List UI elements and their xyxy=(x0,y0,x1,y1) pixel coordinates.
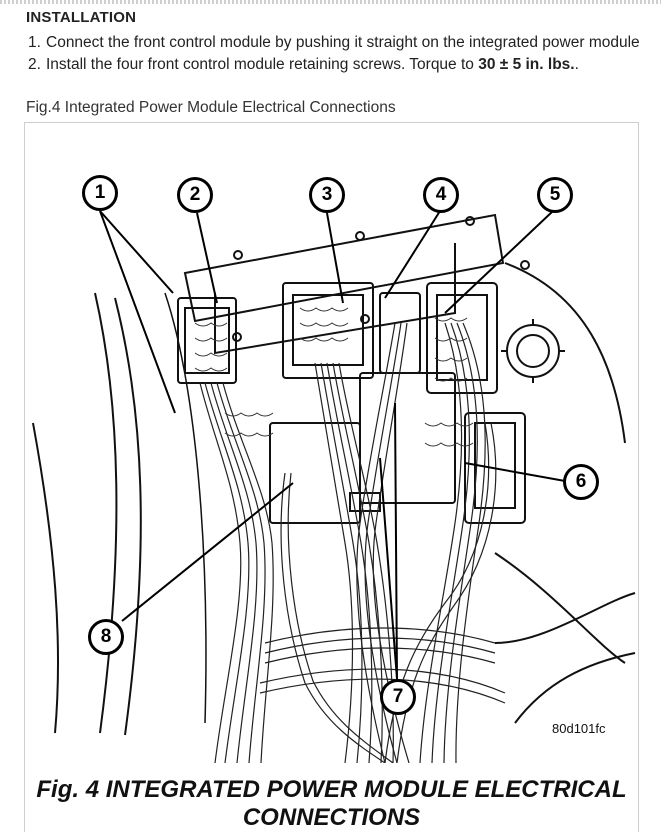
callout-5: 5 xyxy=(537,177,573,213)
installation-steps: 1. Connect the front control module by pu… xyxy=(28,32,640,76)
step-item: 1. Connect the front control module by pu… xyxy=(28,32,640,54)
callout-4: 4 xyxy=(423,177,459,213)
wiring-illustration xyxy=(32,210,636,763)
drawing-id: 80d101fc xyxy=(552,721,606,736)
step-number: 1. xyxy=(28,34,41,51)
step-text-end: . xyxy=(574,56,579,73)
torque-value: 30 ± 5 in. lbs. xyxy=(478,56,575,73)
step-text: Connect the front control module by push… xyxy=(46,34,640,51)
step-number: 2. xyxy=(28,56,41,73)
figure-title-line-1: Fig. 4 INTEGRATED POWER MODULE ELECTRICA… xyxy=(36,776,627,803)
top-border-strip xyxy=(0,0,661,4)
figure-caption: Fig.4 Integrated Power Module Electrical… xyxy=(26,99,396,116)
callout-8: 8 xyxy=(88,619,124,655)
callout-7: 7 xyxy=(380,679,416,715)
callout-1: 1 xyxy=(82,175,118,211)
callout-6: 6 xyxy=(563,464,599,500)
figure-title-line-2: CONNECTIONS xyxy=(242,804,421,831)
callout-2: 2 xyxy=(177,177,213,213)
callout-3: 3 xyxy=(309,177,345,213)
wiring-figure: 1 2 3 4 5 6 7 8 80d101fc Fig. 4 INTEGRAT… xyxy=(24,122,639,832)
section-heading: INSTALLATION xyxy=(26,9,137,26)
step-text: Install the four front control module re… xyxy=(46,56,479,73)
step-item: 2. Install the four front control module … xyxy=(28,54,640,76)
